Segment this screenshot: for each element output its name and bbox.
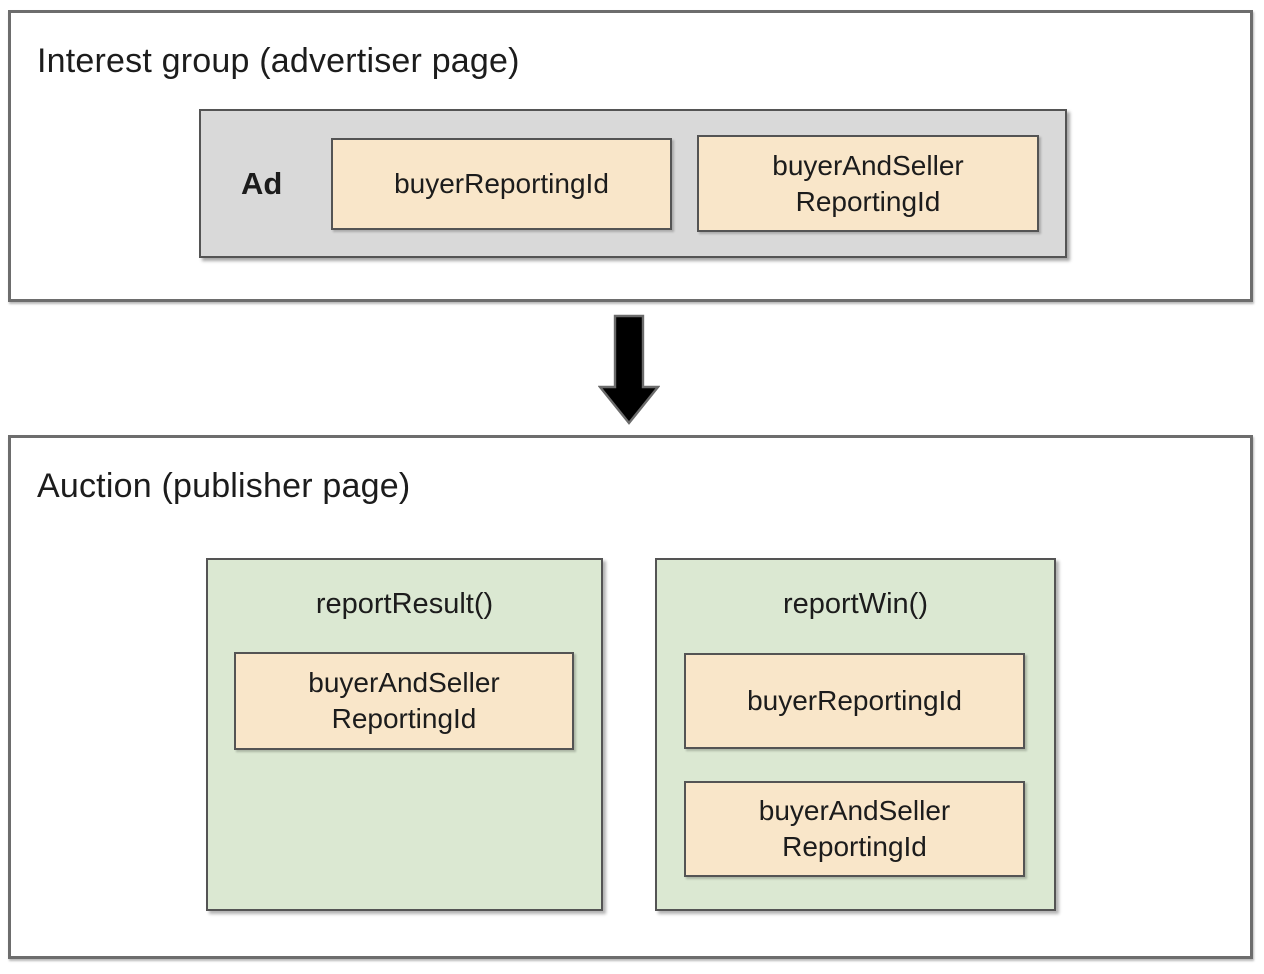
- ad-container: Ad buyerReportingId buyerAndSeller Repor…: [199, 109, 1067, 258]
- interest-group-title: Interest group (advertiser page): [37, 42, 520, 80]
- buyer-and-seller-reporting-id-box: buyerAndSeller ReportingId: [697, 135, 1039, 232]
- buyer-reporting-id-box: buyerReportingId: [331, 137, 672, 230]
- auction-section: Auction (publisher page) reportResult() …: [8, 435, 1253, 959]
- report-win-title: reportWin(): [782, 588, 928, 620]
- down-arrow-icon: [598, 314, 660, 425]
- interest-group-section: Interest group (advertiser page) Ad buye…: [8, 10, 1253, 302]
- ad-label: Ad: [241, 165, 283, 201]
- report-result-title: reportResult(): [315, 588, 494, 620]
- report-result-box: reportResult() buyerAndSeller ReportingI…: [206, 558, 603, 911]
- report-win-box: reportWin() buyerReportingId buyerAndSel…: [655, 558, 1056, 911]
- buyer-and-seller-reporting-id-box: buyerAndSeller ReportingId: [234, 652, 574, 750]
- auction-title: Auction (publisher page): [37, 467, 411, 505]
- buyer-and-seller-reporting-id-box: buyerAndSeller ReportingId: [684, 781, 1025, 877]
- buyer-reporting-id-box: buyerReportingId: [684, 653, 1025, 749]
